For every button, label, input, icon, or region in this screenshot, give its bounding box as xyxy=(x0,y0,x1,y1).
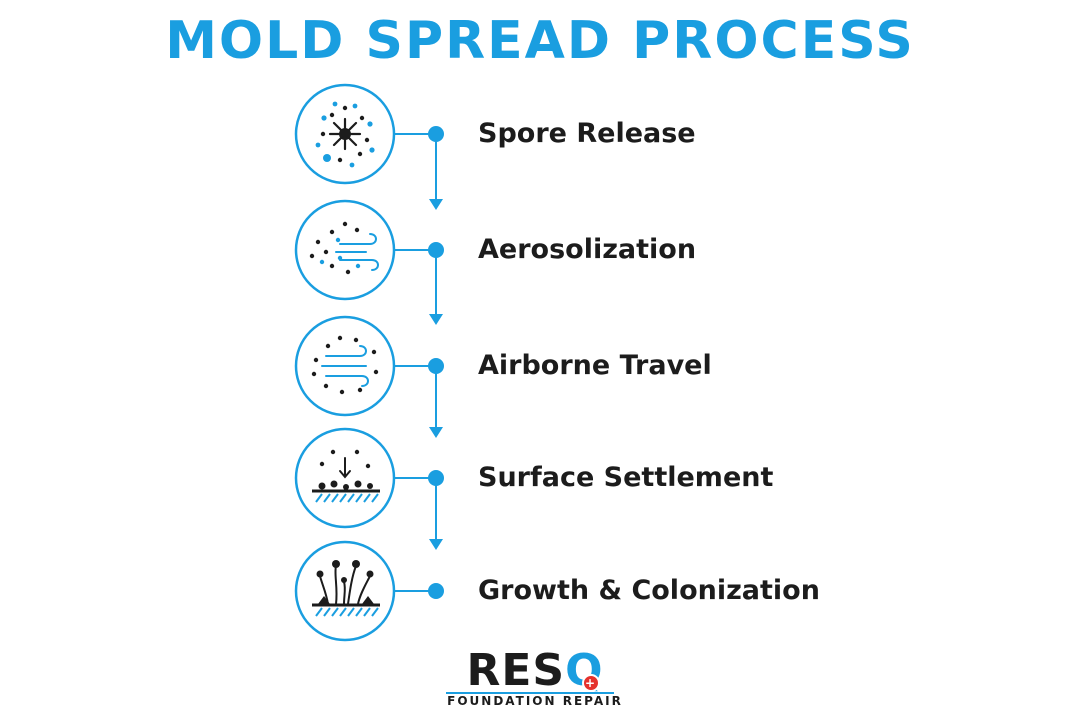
connector-arrowhead-1 xyxy=(429,199,443,210)
logo-q: Q+ xyxy=(565,648,603,694)
connector-dot-2 xyxy=(428,242,444,258)
connector-dot-1 xyxy=(428,126,444,142)
connector-arrowhead-3 xyxy=(429,427,443,438)
connector-arrows xyxy=(429,134,443,550)
spores-settling-icon xyxy=(294,427,396,529)
step-connectors xyxy=(395,126,444,599)
spore-burst-icon xyxy=(294,83,396,185)
step-label-airborne-travel: Airborne Travel xyxy=(478,350,712,381)
logo-wordmark-start: RES xyxy=(466,645,566,696)
connector-dot-3 xyxy=(428,358,444,374)
connector-dot-4 xyxy=(428,470,444,486)
logo-plus-icon: + xyxy=(581,674,600,692)
mold-growth-icon xyxy=(294,540,396,642)
step-label-growth-colonization: Growth & Colonization xyxy=(478,575,820,606)
step-label-surface-settlement: Surface Settlement xyxy=(478,462,774,493)
connector-arrowhead-4 xyxy=(429,539,443,550)
connector-arrowhead-2 xyxy=(429,314,443,325)
logo-wordmark: RESQ+ xyxy=(440,648,630,694)
airflow-spores-icon xyxy=(294,315,396,417)
spores-wind-icon xyxy=(294,199,396,301)
connector-dot-5 xyxy=(428,583,444,599)
logo-tagline: FOUNDATION REPAIR xyxy=(447,694,623,708)
logo-bar xyxy=(446,692,614,694)
step-label-aerosolization: Aerosolization xyxy=(478,234,697,265)
page-title: MOLD SPREAD PROCESS xyxy=(165,11,915,71)
step-label-spore-release: Spore Release xyxy=(478,118,696,149)
